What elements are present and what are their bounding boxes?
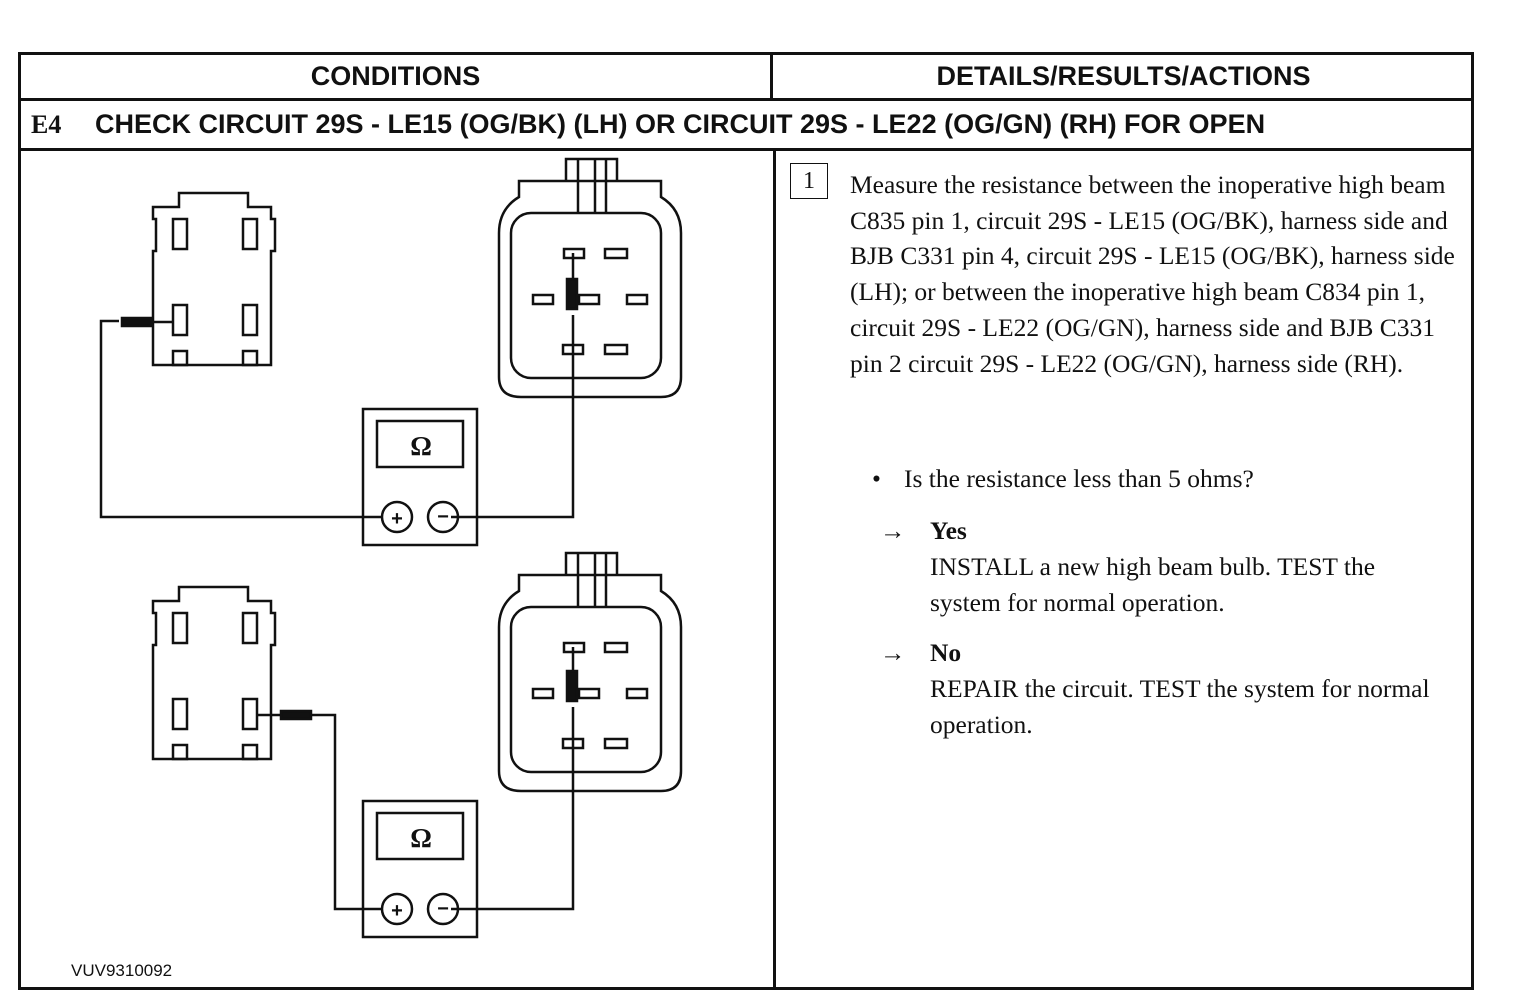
bullet-icon: • [872, 464, 881, 493]
right-arrow-icon: → [880, 638, 906, 667]
diagram-svg: Ω + − [99, 157, 683, 939]
plus-terminal: + [391, 900, 403, 922]
ohmmeter-top [361, 407, 479, 547]
details-header: DETAILS/RESULTS/ACTIONS [773, 55, 1474, 101]
no-action: REPAIR the circuit. TEST the system for … [930, 674, 1430, 739]
procedure-table: CONDITIONS DETAILS/RESULTS/ACTIONS E4 CH… [18, 52, 1474, 990]
step-title-row: E4 CHECK CIRCUIT 29S - LE15 (OG/BK) (LH)… [21, 101, 1471, 151]
minus-terminal: − [437, 898, 449, 920]
plus-terminal: + [391, 508, 403, 530]
ohmmeter-bottom [361, 799, 479, 939]
yes-label: Yes [930, 516, 967, 545]
bjb-connector-bottom [151, 585, 277, 761]
question-text: Is the resistance less than 5 ohms? [904, 464, 1254, 493]
ohm-symbol: Ω [410, 823, 432, 853]
conditions-header: CONDITIONS [21, 55, 773, 101]
bjb-connector-top [151, 191, 277, 367]
no-label: No [930, 638, 962, 667]
minus-terminal: − [437, 506, 449, 528]
step-box: 1 [790, 163, 828, 199]
column-divider [773, 151, 776, 987]
headlamp-connector-top [497, 157, 683, 399]
headlamp-connector-bottom [497, 551, 683, 793]
probe-wires-top [99, 253, 579, 519]
instruction-text: Measure the resistance between the inope… [850, 170, 1455, 378]
figure-id: VUV9310092 [71, 961, 173, 980]
step-number: E4 [31, 109, 62, 139]
step-title: CHECK CIRCUIT 29S - LE15 (OG/BK) (LH) OR… [95, 109, 1266, 139]
details-column: 1 Measure the resistance between the ino… [776, 151, 1471, 987]
right-arrow-icon: → [880, 516, 906, 545]
ohm-symbol: Ω [410, 431, 432, 461]
yes-action: INSTALL a new high beam bulb. TEST the s… [930, 552, 1376, 617]
question-bullet: • Is the resistance less than 5 ohms? [872, 464, 1254, 494]
probe-wires-bottom [257, 647, 579, 911]
wiring-diagram: Ω + − [21, 151, 773, 987]
